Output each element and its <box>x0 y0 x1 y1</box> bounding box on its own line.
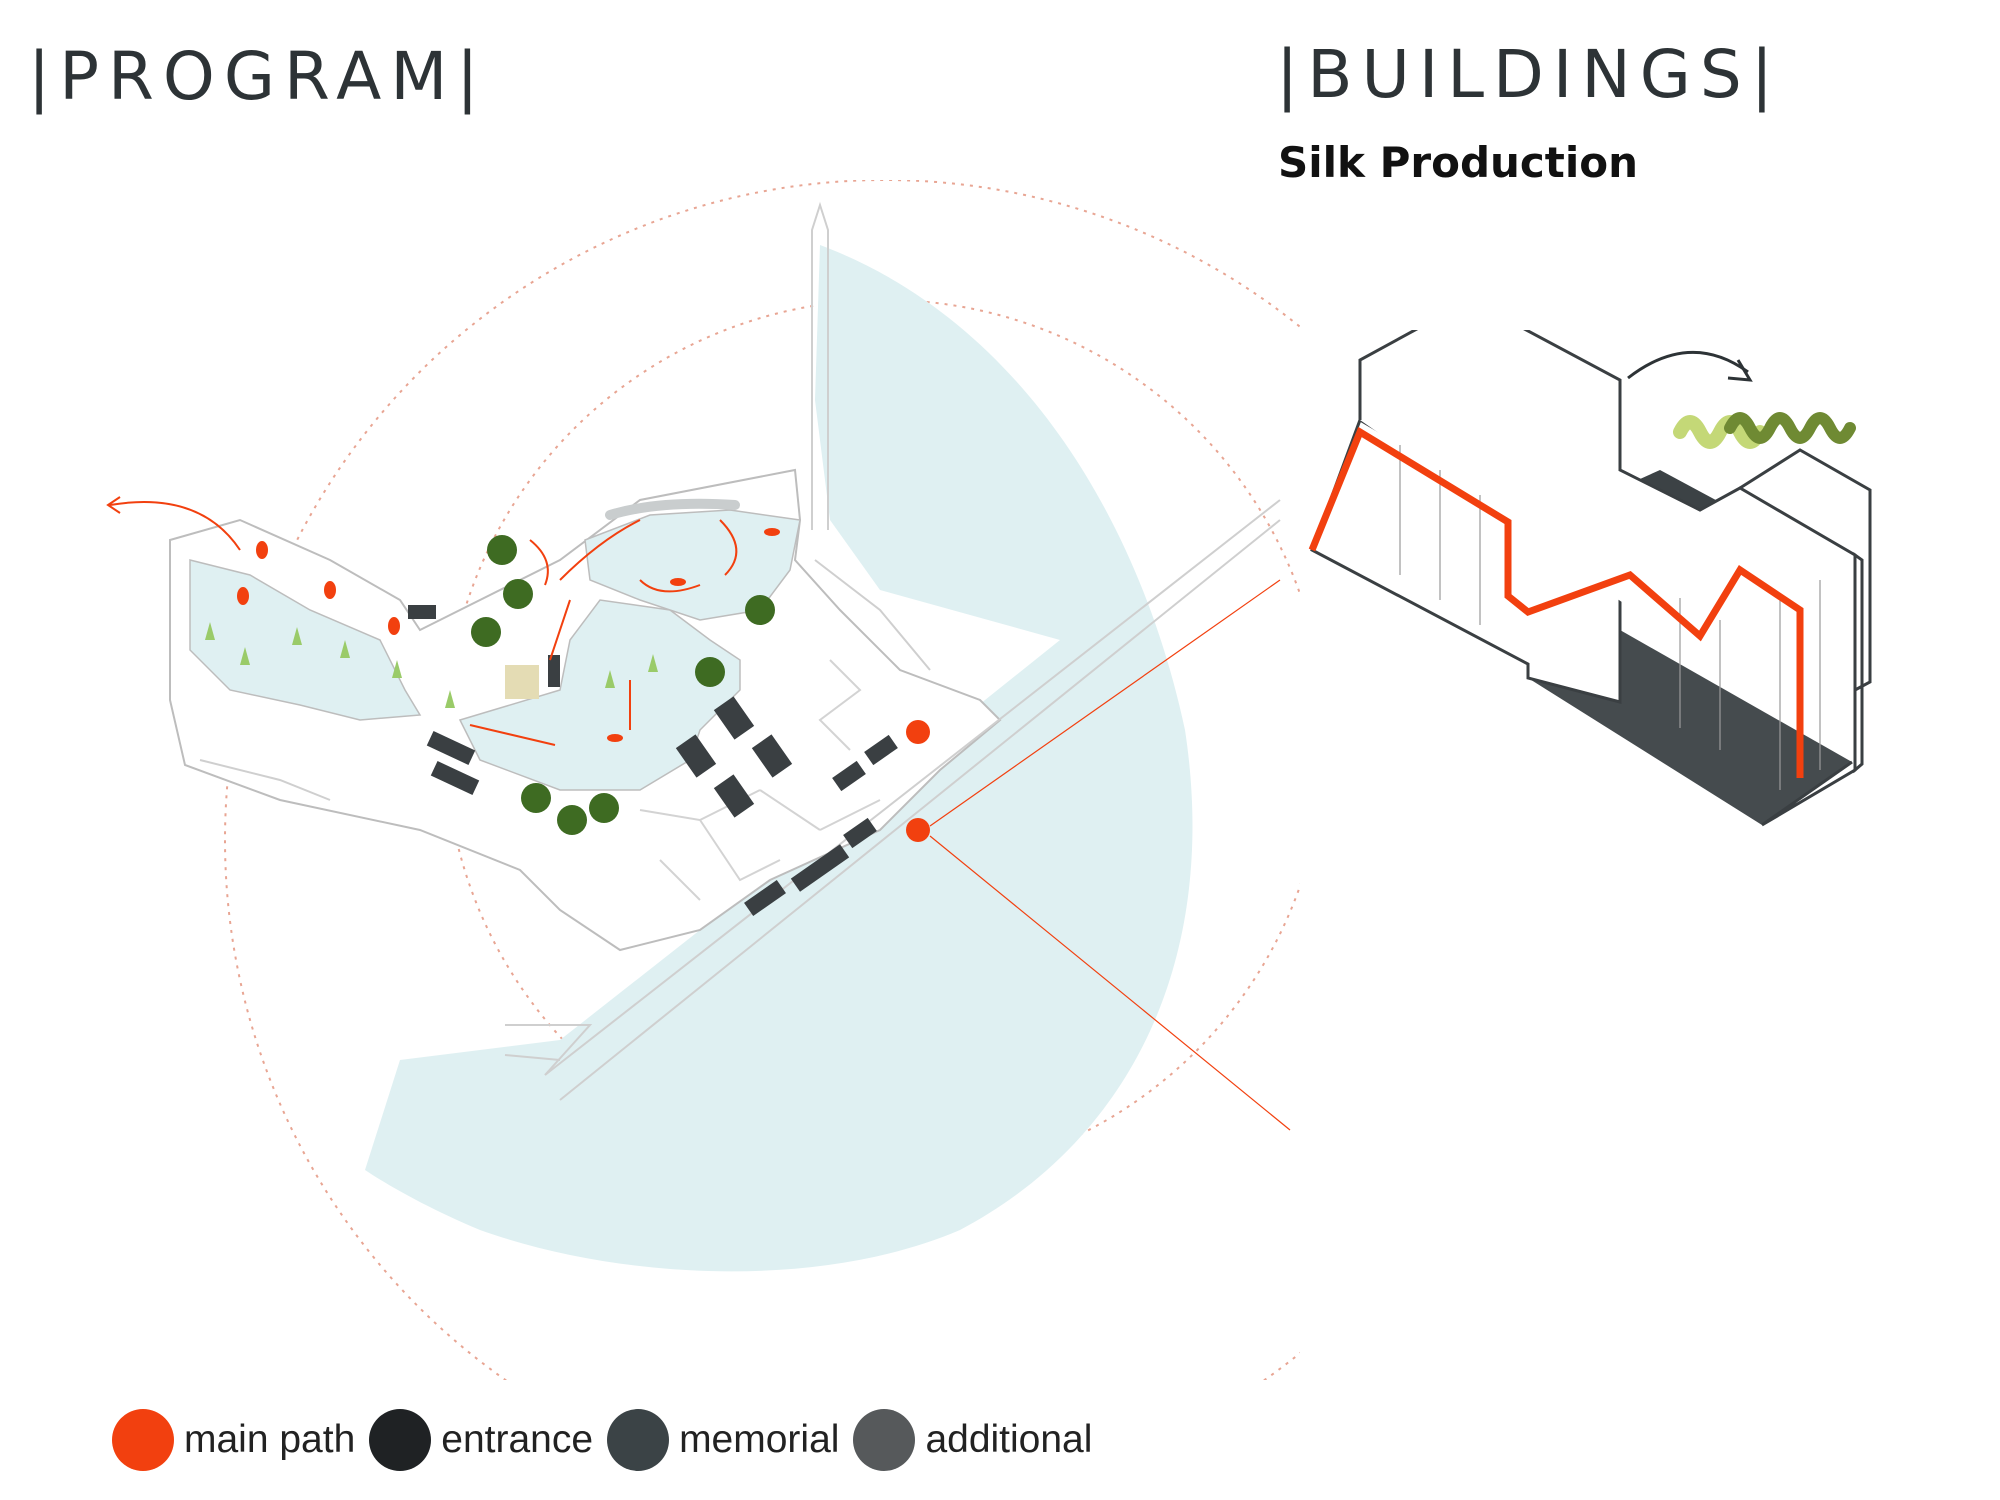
building-right-block <box>1739 448 1872 692</box>
tree-icon <box>745 595 775 625</box>
carrot-icon <box>256 541 268 559</box>
building <box>426 731 476 765</box>
connector-line <box>929 835 1291 1131</box>
sand-pit <box>505 665 539 699</box>
flow-arrow <box>109 501 241 551</box>
silkworm-icon-dark <box>1724 412 1856 444</box>
legend-swatch-main-path <box>112 1409 174 1471</box>
legend-swatch-additional <box>853 1409 916 1471</box>
flow-arrow <box>559 519 641 581</box>
main-path-marker <box>906 720 930 744</box>
main-path-marker <box>906 818 930 842</box>
tree-icon <box>589 793 619 823</box>
reed-icon <box>445 690 455 708</box>
building <box>744 879 786 917</box>
reed-icon <box>605 670 615 688</box>
building <box>713 774 755 818</box>
legend-item-main-path: main path <box>112 1409 355 1471</box>
flow-arrow <box>529 539 549 586</box>
reed-group <box>205 622 658 708</box>
building-cluster <box>408 605 898 917</box>
buildings-subtitle: Silk Production <box>1278 138 1639 187</box>
program-heading: |PROGRAM| <box>28 38 488 115</box>
legend-item-additional: additional <box>853 1409 1092 1471</box>
carrot-icon <box>388 617 400 635</box>
road <box>505 1024 593 1076</box>
road <box>504 1054 561 1061</box>
reed-icon <box>392 660 402 678</box>
fish-icon <box>607 734 623 742</box>
reed-icon <box>292 627 302 645</box>
road <box>544 499 1281 1076</box>
crop-group <box>237 528 780 742</box>
shelter-roof <box>605 498 740 520</box>
tree-icon <box>695 657 725 687</box>
flow-arrow <box>639 579 701 593</box>
building <box>548 655 560 687</box>
tree-icon <box>503 579 533 609</box>
legend-label-additional: additional <box>925 1418 1093 1461</box>
road <box>814 559 931 671</box>
legend-label-memorial: memorial <box>679 1418 840 1461</box>
building <box>751 734 793 778</box>
building <box>864 734 898 766</box>
main-path-ribbon <box>1308 426 1804 778</box>
pier <box>811 201 829 530</box>
reed-icon <box>205 622 215 640</box>
fish-icon <box>764 528 780 536</box>
flow-arrow <box>549 599 571 661</box>
rotate-arrow-icon <box>1627 351 1749 380</box>
lagoon-north <box>584 509 801 621</box>
carrot-icon <box>237 587 249 605</box>
building-wall <box>1358 330 1857 827</box>
tree-icon <box>471 617 501 647</box>
legend-item-entrance: entrance <box>369 1409 593 1471</box>
lagoon-central <box>458 599 741 791</box>
flow-arrow-head <box>106 496 121 514</box>
silkworm-icon-light <box>1673 415 1767 449</box>
reed-icon <box>240 647 250 665</box>
water-body <box>365 245 1193 1272</box>
building <box>843 817 877 849</box>
tree-icon <box>487 535 517 565</box>
legend: main path entrance memorial additional <box>112 1404 1106 1476</box>
flow-arrows <box>106 496 738 746</box>
tree-icon <box>521 783 551 813</box>
legend-swatch-memorial <box>607 1409 670 1471</box>
tree-icon <box>557 805 587 835</box>
fish-icon <box>670 578 686 586</box>
legend-label-entrance: entrance <box>441 1418 594 1461</box>
building-right-face <box>1853 552 1864 774</box>
building <box>675 734 717 778</box>
reed-icon <box>340 640 350 658</box>
silk-production-building <box>1308 330 1872 827</box>
legend-item-memorial: memorial <box>607 1409 839 1471</box>
tree-group <box>471 535 775 835</box>
building <box>408 605 436 619</box>
site-plan-diagram <box>106 180 1300 1380</box>
road <box>199 759 331 801</box>
building <box>713 696 755 740</box>
legend-swatch-entrance <box>369 1409 432 1471</box>
flow-arrow <box>719 519 738 576</box>
buildings-heading: |BUILDINGS| <box>1276 36 1782 113</box>
flow-arrow <box>469 724 556 746</box>
connector-line <box>929 579 1281 827</box>
reed-icon <box>648 654 658 672</box>
carrot-icon <box>324 581 336 599</box>
rotate-arrow-head <box>1727 359 1753 382</box>
building <box>832 760 866 792</box>
legend-label-main-path: main path <box>184 1418 356 1461</box>
building <box>430 761 480 795</box>
road <box>559 519 1281 1101</box>
building <box>790 844 850 892</box>
